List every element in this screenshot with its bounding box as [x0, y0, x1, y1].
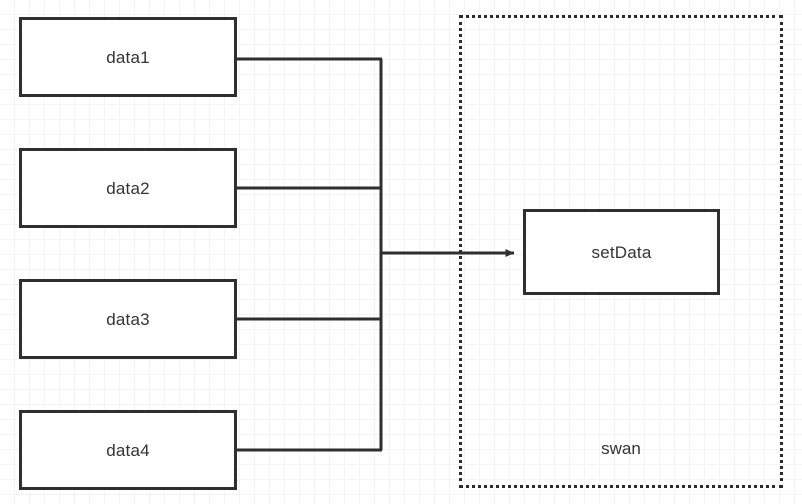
- node-data1[interactable]: data1: [19, 17, 237, 97]
- group-swan-label: swan: [601, 439, 641, 458]
- node-data4[interactable]: data4: [19, 410, 237, 490]
- node-setdata[interactable]: setData: [523, 209, 720, 295]
- node-data3[interactable]: data3: [19, 279, 237, 359]
- node-setdata-label: setData: [591, 242, 652, 262]
- node-data4-label: data4: [106, 440, 150, 460]
- node-data2[interactable]: data2: [19, 148, 237, 228]
- node-data3-label: data3: [106, 309, 150, 329]
- group-swan: [459, 15, 783, 488]
- node-data1-label: data1: [106, 47, 150, 67]
- node-data2-label: data2: [106, 178, 150, 198]
